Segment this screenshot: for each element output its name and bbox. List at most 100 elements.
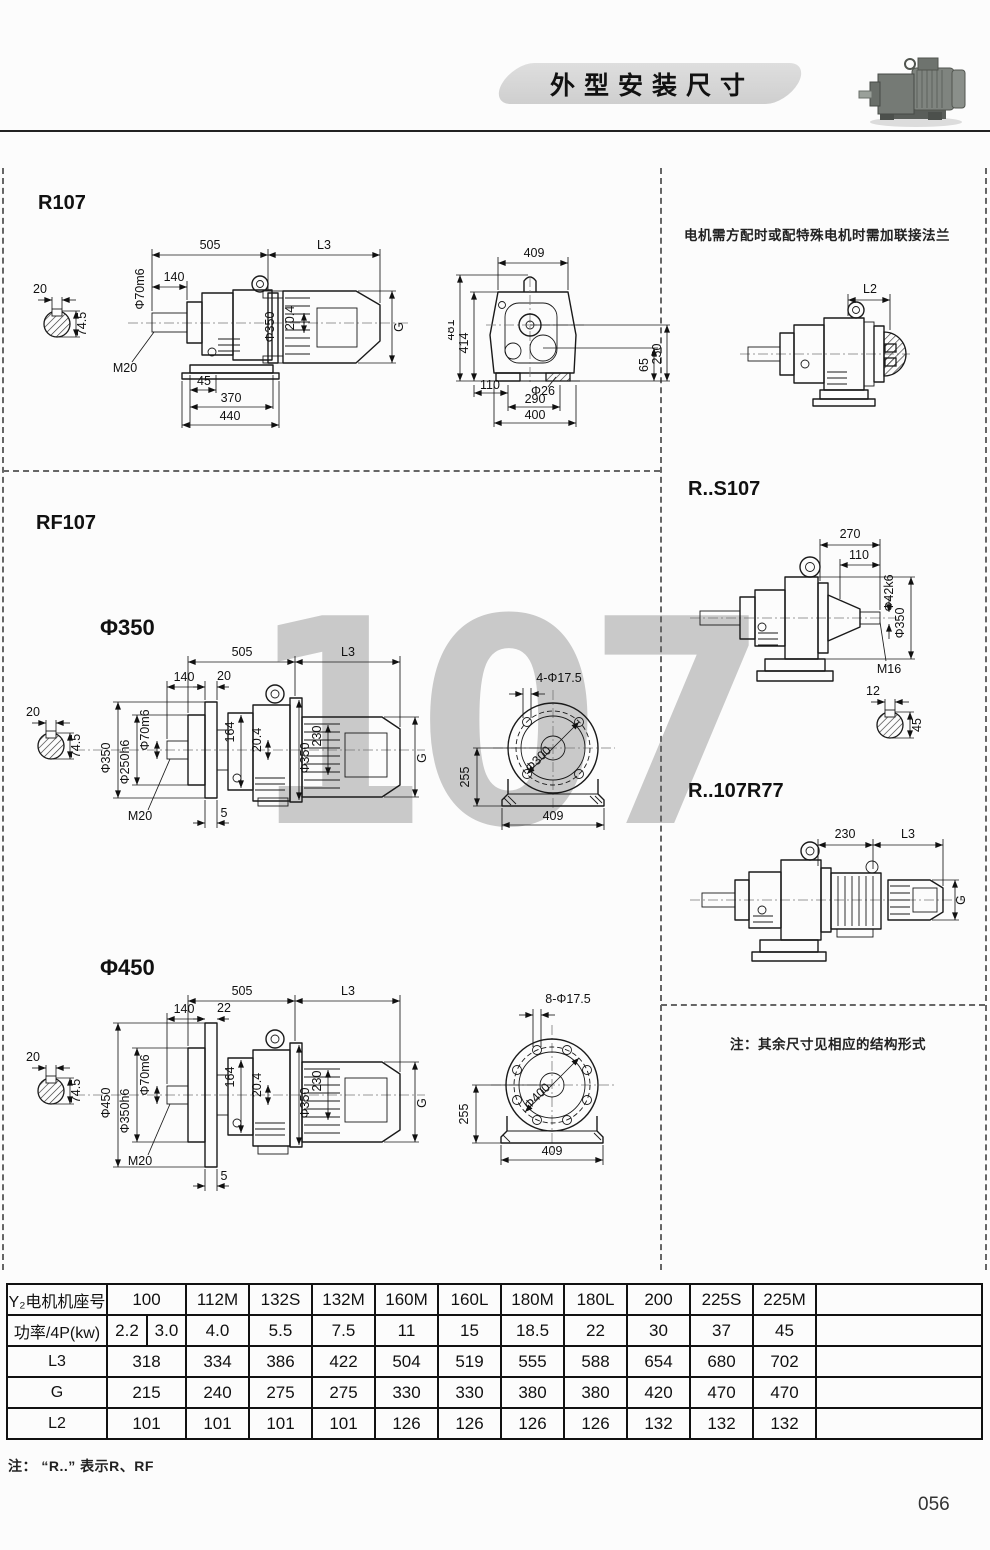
eyebolt-icon (265, 684, 285, 704)
table-cell: 7.5 (311, 1314, 376, 1347)
table-cell: 180M (500, 1283, 565, 1316)
drawing-rf450-flange: 8-Φ17.5 Φ400 255 409 (457, 992, 614, 1165)
dim-label: 409 (524, 246, 545, 260)
dim-label: G (392, 322, 406, 332)
table-cell: 4.0 (185, 1314, 250, 1347)
table-cell: 386 (248, 1345, 313, 1378)
row-header: G (6, 1376, 108, 1409)
subtitle-phi450: Φ450 (100, 955, 155, 980)
table-cell: 126 (500, 1407, 565, 1440)
dim-label: 440 (220, 409, 241, 423)
table-cell: 132M (311, 1283, 376, 1316)
dim-label: 20.4 (283, 306, 297, 330)
drawing-rs107: 270 110 Φ42k6 Φ350 M16 12 45 (690, 527, 924, 739)
page-number: 056 (918, 1494, 950, 1515)
dim-label: 409 (543, 809, 564, 823)
table-cell: 2.2 (106, 1314, 148, 1347)
dim-label: 230 (310, 1071, 324, 1092)
dim-label: L3 (901, 827, 915, 841)
table-cell: 555 (500, 1345, 565, 1378)
right-footer-note: 注：其余尺寸见相应的结构形式 (730, 1037, 926, 1052)
dim-label: 414 (457, 333, 471, 354)
table-cell (815, 1407, 983, 1440)
table-cell: 22 (563, 1314, 628, 1347)
dim-label: 164 (223, 1067, 237, 1088)
dim-label: 400 (525, 408, 546, 422)
table-cell: 330 (437, 1376, 502, 1409)
table-cell: 101 (185, 1407, 250, 1440)
table-cell: 420 (626, 1376, 691, 1409)
dim-label: L3 (341, 984, 355, 998)
table-note: 注： “R..” 表示R、RF (8, 1458, 154, 1474)
dim-label: 255 (457, 1104, 471, 1125)
dim-label: 230 (310, 726, 324, 747)
dim-label: 20 (33, 282, 47, 296)
table-cell (815, 1283, 983, 1316)
table-cell: 470 (752, 1376, 817, 1409)
dim-label: G (415, 1098, 429, 1108)
drawing-rf350-side: 20 74.5 Φ350 (26, 645, 429, 828)
dim-label: 250 (650, 344, 664, 365)
table-cell: 380 (500, 1376, 565, 1409)
table-cell: 11 (374, 1314, 439, 1347)
dim-label: 65 (637, 358, 651, 372)
table-cell: 380 (563, 1376, 628, 1409)
row-header: Y₂电机机座号 (6, 1283, 108, 1316)
table-cell: 126 (374, 1407, 439, 1440)
dim-label: 74.5 (69, 1079, 83, 1103)
dim-label: 140 (174, 1002, 195, 1016)
table-cell: 470 (689, 1376, 754, 1409)
watermark-107: 107 (248, 559, 770, 891)
dim-label: 270 (840, 527, 861, 541)
dimension-table: Y₂电机机座号 100 112M 132S 132M 160M 160L 180… (6, 1283, 983, 1440)
dim-label: 74.5 (75, 312, 89, 336)
table-cell: 215 (106, 1376, 187, 1409)
table-cell: 334 (185, 1345, 250, 1378)
table-row: 功率/4P(kw) 2.2 3.0 4.0 5.5 7.5 11 15 18.5… (6, 1314, 983, 1347)
table-row: L2 101 101 101 101 126 126 126 126 132 1… (6, 1407, 983, 1440)
eyebolt-icon (865, 860, 879, 874)
dim-label: Φ350 (298, 743, 312, 774)
dim-label: 22 (217, 1001, 231, 1015)
right-section-divider (661, 1004, 985, 1006)
table-cell: 160M (374, 1283, 439, 1316)
table-cell (815, 1314, 983, 1347)
dim-label: M20 (128, 1154, 152, 1168)
dim-label: 4-Φ17.5 (536, 671, 581, 685)
dim-label: G (415, 753, 429, 763)
table-cell: 180L (563, 1283, 628, 1316)
table-cell (815, 1345, 983, 1378)
dim-label: Φ70m6 (138, 1054, 152, 1095)
table-cell: 15 (437, 1314, 502, 1347)
dim-label: 370 (221, 391, 242, 405)
dim-label: 8-Φ17.5 (545, 992, 590, 1006)
gearmotor-photo-icon (858, 57, 966, 127)
dim-label: Φ350h6 (118, 1089, 132, 1134)
table-cell: 160L (437, 1283, 502, 1316)
dim-label: Φ350 (99, 743, 113, 774)
dim-label: 20 (26, 1050, 40, 1064)
drawing-rf450-side: 20 74.5 Φ450 (26, 984, 429, 1191)
table-cell: 101 (106, 1407, 187, 1440)
dim-label: 20.4 (250, 1073, 264, 1097)
subtitle-phi350: Φ350 (100, 615, 155, 640)
table-cell: 101 (248, 1407, 313, 1440)
dim-label: 140 (164, 270, 185, 284)
eyebolt-icon (265, 1029, 285, 1049)
table-row: L3 318 334 386 422 504 519 555 588 654 6… (6, 1345, 983, 1378)
section-title-rf107: RF107 (36, 512, 97, 534)
dim-label: 12 (866, 684, 880, 698)
dim-label: 5 (221, 806, 228, 820)
dim-label: 505 (200, 238, 221, 252)
dim-label: Φ350 (263, 312, 277, 343)
dim-label: L2 (863, 282, 877, 296)
dim-label: 164 (223, 722, 237, 743)
drawing-r107r77: 230 L3 G (690, 827, 968, 962)
eyebolt-icon (800, 841, 820, 861)
table-cell: 30 (626, 1314, 691, 1347)
dim-label: Φ350 (893, 608, 907, 639)
table-cell: 318 (106, 1345, 187, 1378)
table-cell: 588 (563, 1345, 628, 1378)
table-cell: 37 (689, 1314, 754, 1347)
